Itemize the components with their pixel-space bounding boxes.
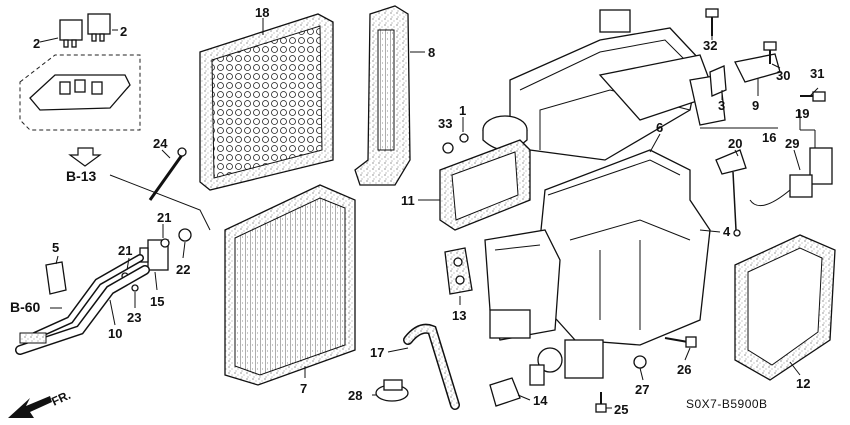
pipe-clamp <box>45 261 67 295</box>
leader-line <box>109 174 211 231</box>
callout-8: 8 <box>428 45 435 60</box>
callout-21b: 21 <box>118 243 132 258</box>
upper-case <box>509 9 726 161</box>
callout-6: 6 <box>656 120 663 135</box>
callout-17: 17 <box>370 345 384 360</box>
callout-7: 7 <box>300 381 307 396</box>
air-filter <box>199 13 334 191</box>
seal-13 <box>444 247 473 295</box>
callout-22: 22 <box>176 262 190 277</box>
callout-2a: 2 <box>33 36 40 51</box>
callout-1: 1 <box>459 103 466 118</box>
callout-18: 18 <box>255 5 269 20</box>
clip-27 <box>633 355 647 369</box>
o-ring-21a <box>160 238 170 248</box>
callout-21a: 21 <box>157 210 171 225</box>
callout-31: 31 <box>810 66 824 81</box>
callout-3: 3 <box>718 98 725 113</box>
lower-case <box>539 149 711 346</box>
cap <box>375 379 409 402</box>
ref-b13: B-13 <box>66 168 97 184</box>
ref-b60: B-60 <box>10 299 41 315</box>
drain-hose <box>404 325 459 409</box>
direction-label: FR. <box>49 388 72 409</box>
relay-box <box>29 74 131 111</box>
callout-28: 28 <box>348 388 362 403</box>
callout-11: 11 <box>401 193 415 208</box>
evaporator <box>224 184 356 386</box>
callout-2b: 2 <box>120 24 127 39</box>
callout-4: 4 <box>723 224 731 239</box>
pipes <box>15 254 150 355</box>
blower-motor <box>529 339 604 386</box>
callout-13: 13 <box>452 308 466 323</box>
screw-30 <box>763 41 777 64</box>
screw-31 <box>800 91 826 102</box>
callout-12: 12 <box>796 376 810 391</box>
callout-14: 14 <box>533 393 548 408</box>
gasket-12 <box>734 234 836 381</box>
callout-27: 27 <box>635 382 649 397</box>
callout-15: 15 <box>150 294 164 309</box>
gasket-11 <box>439 139 531 231</box>
callout-33: 33 <box>438 116 452 131</box>
callout-26: 26 <box>677 362 691 377</box>
o-ring-23 <box>131 284 139 292</box>
screw-25 <box>595 392 607 413</box>
callout-23: 23 <box>127 310 141 325</box>
relay-left <box>59 19 83 48</box>
callout-29: 29 <box>785 136 799 151</box>
callout-16: 16 <box>762 130 776 145</box>
screw-32 <box>705 8 719 36</box>
drain-case <box>484 229 561 341</box>
callout-5: 5 <box>52 240 59 255</box>
arrow-down-icon <box>68 147 102 167</box>
screw-26 <box>664 336 697 348</box>
callout-24: 24 <box>153 136 168 151</box>
leader-lines <box>39 18 819 409</box>
mounting-bracket <box>709 53 781 97</box>
relay-right <box>87 13 111 42</box>
bolt-22 <box>178 228 192 242</box>
callout-30: 30 <box>776 68 790 83</box>
callout-32: 32 <box>703 38 717 53</box>
diagram-code: S0X7-B5900B <box>686 397 768 411</box>
relay-box-inset <box>19 54 141 131</box>
front-direction-arrow-icon <box>8 396 52 418</box>
callout-20: 20 <box>728 136 742 151</box>
callout-25: 25 <box>614 402 628 417</box>
grommet <box>489 377 521 407</box>
clip-1 <box>459 133 469 143</box>
bracket <box>354 5 411 186</box>
thermistor <box>715 149 747 237</box>
actuator-motor <box>749 147 833 207</box>
callout-19: 19 <box>795 106 809 121</box>
clip-33 <box>442 142 454 154</box>
callout-10: 10 <box>108 326 122 341</box>
callout-9: 9 <box>752 98 759 113</box>
